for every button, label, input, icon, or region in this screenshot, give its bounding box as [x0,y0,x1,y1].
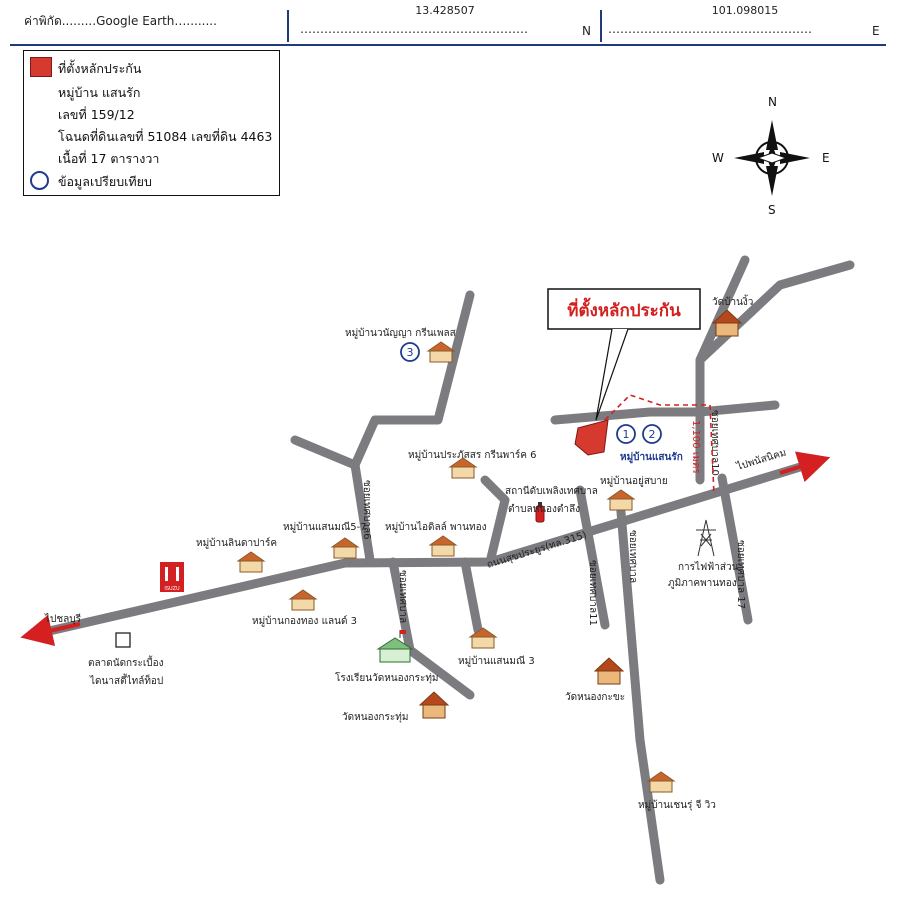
house-icon [468,627,498,649]
compass-south: S [768,203,776,217]
fire-station-label: สถานีดับเพลิงเทศบาล [505,485,598,497]
legend-house-number: เลขที่ 159/12 [58,107,135,122]
temple-icon [418,691,450,719]
soi-17-label: ซอยเทศบาล 17 [735,540,746,609]
route-dashed [604,394,715,496]
latitude-value: 13.428507 [415,4,475,17]
road-prapatsorn [480,475,510,567]
road-saenrak [550,400,780,425]
wat-nongkratum-label: วัดหนองกระทุ่ม [342,712,408,723]
svg-text:3: 3 [407,346,414,359]
comparison-marker-1: 1 [616,424,636,444]
map-legend: ที่ตั้งหลักประกัน หมู่บ้าน แสนรัก เลขที่… [23,50,280,196]
school-icon [376,630,414,663]
yusabai-village-label: หมู่บ้านอยู่สบาย [600,475,668,487]
soi-a-label: ซอยเทศบาล [627,530,638,583]
pea-label-1: การไฟฟ้าส่วน [678,561,739,573]
prapatsorn-village-label: หมู่บ้านประภัสสร กรีนพาร์ค 6 [408,449,537,461]
wanya-village-label: หมู่บ้านวนัญญา กรีนเพลส [345,327,456,339]
legend-area: เนื้อที่ 17 ตารางวา [58,151,160,166]
pea-label-2: ภูมิภาคพานทอง [668,578,737,589]
collateral-location-marker [574,419,609,456]
compass-east: E [822,151,830,165]
linda-park-label: หมู่บ้านลินดาปาร์ค [196,537,277,549]
callout-label: ที่ตั้งหลักประกัน [567,297,681,321]
longitude-value: 101.098015 [711,4,779,17]
comparison-marker-2: 2 [642,424,662,444]
soi-c-label: ซอยเทศบาล6 [361,480,372,539]
house-icon [448,457,478,479]
house-icon [606,489,636,511]
chenrui-village-label: หมู่บ้านเชนรุ่ จี วิว [638,799,716,811]
house-icon [428,535,458,557]
divider [287,10,289,42]
callout-box [547,288,701,330]
header-underline [10,44,886,46]
road-saenmanee3 [460,557,483,635]
soi-10-label: ซอยเทศบาล10 [709,410,720,476]
soi-b-label: ซอยเทศบาล [397,570,408,623]
wat-ban-chio-label: วัดบ้านงิ้ว [712,294,753,308]
house-icon [426,341,456,363]
saenrak-village-label: หมู่บ้านแสนรัก [620,451,683,464]
saenmanee3-label: หมู่บ้านแสนมณี 3 [458,655,535,667]
latitude-suffix: N [582,24,591,38]
collateral-swatch-icon [30,57,52,77]
longitude-suffix: E [872,24,880,38]
fire-station-label-2: ตำบลหนองตำลึง [508,503,580,515]
coordinate-bar: ค่าพิกัด.........Google Earth…........ 1… [0,0,900,46]
wat-nongkacha-label: วัดหนองกะขะ [565,692,625,703]
road-soi-left [350,460,375,565]
legend-village: หมู่บ้าน แสนรัก [58,85,141,100]
coordinate-source-label: ค่าพิกัด.........Google Earth…........ [24,14,217,28]
comparison-circle-icon [30,171,49,190]
svg-text:1: 1 [623,428,630,441]
callout-pointer [595,328,629,421]
road-soi-11 [575,485,610,630]
legend-deed: โฉนดที่ดินเลขที่ 51084 เลขที่ดิน 4463 [58,129,273,144]
legend-comparison-label: ข้อมูลเปรียบเทียบ [58,174,152,189]
saenmanee57-label: หมู่บ้านแสนมณี5-7 [283,521,367,533]
divider [600,10,602,42]
arrow-to-chonburi [20,614,81,647]
temple-icons [418,309,743,719]
temple-icon [711,309,743,337]
house-icon [236,551,266,573]
house-icon [288,589,318,611]
isuzu-logo: ISUZU [160,562,184,592]
svg-text:ISUZU: ISUZU [164,586,180,592]
compass-north: N [768,95,777,109]
idyll-label: หมู่บ้านไอดิลล์ พานทอง [385,521,487,533]
svg-text:2: 2 [649,428,656,441]
school-label: โรงเรียนวัดหนองกระทุ่ม [335,671,439,684]
longitude-dots: …………………………………………… [608,22,812,36]
main-road-label: ถนนสุขประยูร(ทล.315) [486,530,589,571]
fire-extinguisher-icon [535,502,545,523]
arrow-to-phanatnikhom [779,451,831,483]
road-ban-chio [695,255,750,365]
compass-rose: N S E W [712,95,830,217]
legend-collateral-label: ที่ตั้งหลักประกัน [58,61,142,76]
power-tower-icon [696,519,716,557]
house-icon [330,537,360,559]
temple-icon [593,657,625,685]
latitude-dots: ………………………………………………… [300,22,528,36]
road-wanya [290,290,475,470]
market-icon [115,632,131,648]
to-chonburi-label: ไปชลบุรี [44,613,82,625]
comparison-marker-3: 3 [400,342,420,362]
soi-11-label: ซอยเทศบาล11 [587,560,598,626]
road-soi-17 [717,473,753,625]
compass-west: W [712,151,724,165]
kongthong-label: หมู่บ้านกองทอง แลนด์ 3 [252,615,357,627]
distance-label: 1,100 เมตร [690,420,701,474]
house-icons [236,341,676,793]
main-road [40,459,815,637]
market-label-2: ไดนาสตี้ไทล์ท็อป [89,673,163,687]
road-soi-south [615,495,665,885]
house-icon [646,771,676,793]
market-label-1: ตลาดนัดกระเบื้อง [88,655,164,669]
